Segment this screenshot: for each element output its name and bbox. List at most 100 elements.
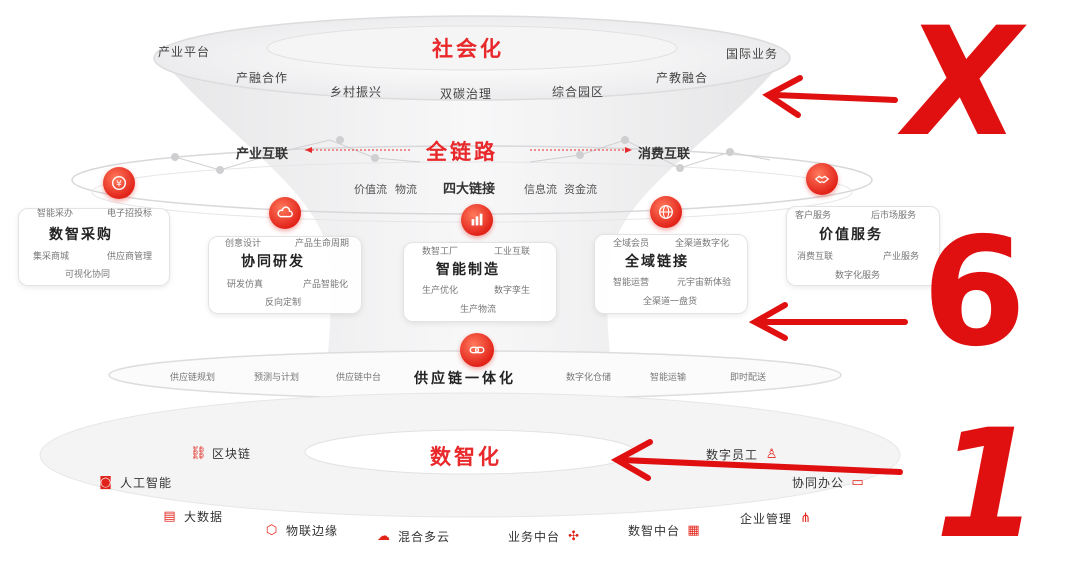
card-tag: 消费互联	[797, 252, 834, 262]
annotation-six: 6	[922, 206, 1027, 380]
card-tag: 全渠道数字化	[675, 239, 730, 249]
money-icon: ¥	[103, 167, 135, 199]
supply-item: 供应链规划	[170, 373, 216, 383]
supply-item: 预测与计划	[254, 373, 300, 383]
bottom-item-ai: ◙ 人工智能	[98, 474, 172, 491]
top-item-industrial-park: 综合园区	[552, 85, 605, 99]
bottom-item-collab-office: 协同办公 ▭	[792, 474, 866, 491]
annotation-one: 1	[935, 398, 1040, 572]
card-title: 全域链接	[625, 254, 689, 270]
bottom-item-blockchain: ⛓ 区块链	[190, 445, 251, 462]
supply-item: 供应链中台	[336, 373, 382, 383]
flow-information: 信息流	[524, 183, 557, 196]
bottom-item-data-platform: 数智中台 ▦	[628, 522, 702, 539]
annotation-x-mark: X	[905, 0, 1021, 170]
supply-item: 即时配送	[730, 373, 767, 383]
database-icon: ▤	[163, 509, 177, 524]
card-tag: 生产物流	[460, 305, 497, 315]
bottom-item-label: 数智中台	[628, 524, 681, 538]
supply-item: 智能运输	[650, 373, 687, 383]
card-smart-procurement: 智能采办 电子招投标 数智采购 集采商城 供应商管理 可视化协同	[18, 208, 170, 286]
handshake-icon	[806, 163, 838, 195]
flow-capital: 资金流	[564, 183, 597, 196]
card-omni-link: 全域会员 全渠道数字化 全域链接 智能运营 元宇宙新体验 全渠道一盘货	[594, 234, 748, 314]
card-tag: 研发仿真	[227, 280, 264, 290]
bottom-item-label: 大数据	[184, 510, 224, 524]
bottom-item-business-platform: 业务中台 ✣	[508, 528, 582, 545]
cloud-users-icon: ☁	[377, 529, 391, 544]
worker-icon: ♙	[765, 447, 779, 462]
bottom-item-label: 区块链	[212, 447, 252, 461]
bottom-item-label: 协同办公	[792, 476, 845, 490]
card-tag: 数字孪生	[494, 286, 531, 296]
card-tag: 数智工厂	[422, 247, 459, 257]
supply-chain-title: 供应链一体化	[414, 371, 516, 387]
bottom-item-iot-edge: ⬡ 物联边缘	[264, 522, 338, 539]
card-tag: 产品生命周期	[295, 239, 350, 249]
server-icon: ▦	[687, 523, 701, 538]
card-title: 数智采购	[49, 227, 113, 243]
org-chart-icon: ⋔	[800, 511, 812, 526]
top-item-rural-revival: 乡村振兴	[330, 85, 383, 99]
card-tag: 创意设计	[225, 239, 262, 249]
supply-item: 数字化仓储	[566, 373, 612, 383]
digital-title: 数智化	[430, 445, 502, 469]
bottom-item-label: 混合多云	[398, 530, 451, 544]
card-tag: 工业互联	[494, 247, 531, 257]
flow-value: 价值流	[354, 183, 387, 196]
top-item-industry-platform: 产业平台	[158, 45, 211, 59]
cloud-icon	[269, 197, 301, 229]
society-title: 社会化	[432, 37, 504, 61]
card-title: 智能制造	[436, 262, 500, 278]
bottom-item-label: 企业管理	[740, 512, 793, 526]
card-collaborative-rd: 创意设计 产品生命周期 协同研发 研发仿真 产品智能化 反向定制	[208, 236, 362, 314]
bottom-item-label: 数字员工	[706, 448, 759, 462]
factory-icon	[461, 204, 493, 236]
card-tag: 全域会员	[613, 239, 650, 249]
card-tag: 生产优化	[422, 286, 459, 296]
industry-internet-label: 产业互联	[236, 147, 289, 162]
card-tag: 智能采办	[37, 209, 74, 219]
card-tag: 智能运营	[613, 278, 650, 288]
cube-icon: ⬡	[265, 523, 279, 538]
card-tag: 供应商管理	[107, 252, 153, 262]
card-tag: 元宇宙新体验	[677, 278, 732, 288]
bottom-item-bigdata: ▤ 大数据	[162, 508, 223, 525]
bottom-item-hybrid-cloud: ☁ 混合多云	[376, 528, 450, 545]
link-icon: ⛓	[190, 446, 208, 461]
card-tag: 客户服务	[795, 211, 832, 221]
document-icon: ▭	[851, 475, 865, 490]
card-title: 价值服务	[819, 227, 883, 243]
full-chain-title: 全链路	[426, 140, 498, 164]
globe-icon	[650, 196, 682, 228]
card-tag: 反向定制	[265, 298, 302, 308]
card-tag: 后市场服务	[871, 211, 917, 221]
card-tag: 可视化协同	[65, 270, 111, 280]
chain-link-icon	[460, 333, 494, 367]
top-item-industry-education: 产教融合	[656, 71, 709, 85]
card-tag: 数字化服务	[835, 271, 881, 281]
card-value-service: 客户服务 后市场服务 价值服务 消费互联 产业服务 数字化服务	[786, 206, 940, 286]
bottom-item-enterprise-mgmt: 企业管理 ⋔	[740, 510, 814, 527]
card-tag: 全渠道一盘货	[643, 297, 698, 307]
bottom-item-label: 人工智能	[120, 476, 173, 490]
top-item-carbon-governance: 双碳治理	[440, 87, 493, 101]
nodes-icon: ✣	[568, 529, 580, 544]
four-links-label: 四大链接	[443, 182, 496, 197]
bottom-item-digital-staff: 数字员工 ♙	[706, 446, 780, 463]
flow-logistics: 物流	[395, 183, 417, 196]
card-tag: 集采商城	[33, 252, 70, 262]
consumer-internet-label: 消费互联	[638, 147, 691, 162]
card-tag: 电子招投标	[107, 209, 153, 219]
robot-icon: ◙	[99, 475, 113, 490]
card-smart-manufacturing: 数智工厂 工业互联 智能制造 生产优化 数字孪生 生产物流	[403, 242, 557, 322]
card-tag: 产业服务	[883, 252, 920, 262]
svg-text:¥: ¥	[116, 180, 122, 190]
card-title: 协同研发	[241, 254, 305, 270]
card-tag: 产品智能化	[303, 280, 349, 290]
bottom-item-label: 物联边缘	[286, 524, 339, 538]
top-item-industry-finance: 产融合作	[236, 71, 289, 85]
top-item-international: 国际业务	[726, 47, 779, 61]
bottom-item-label: 业务中台	[508, 530, 561, 544]
